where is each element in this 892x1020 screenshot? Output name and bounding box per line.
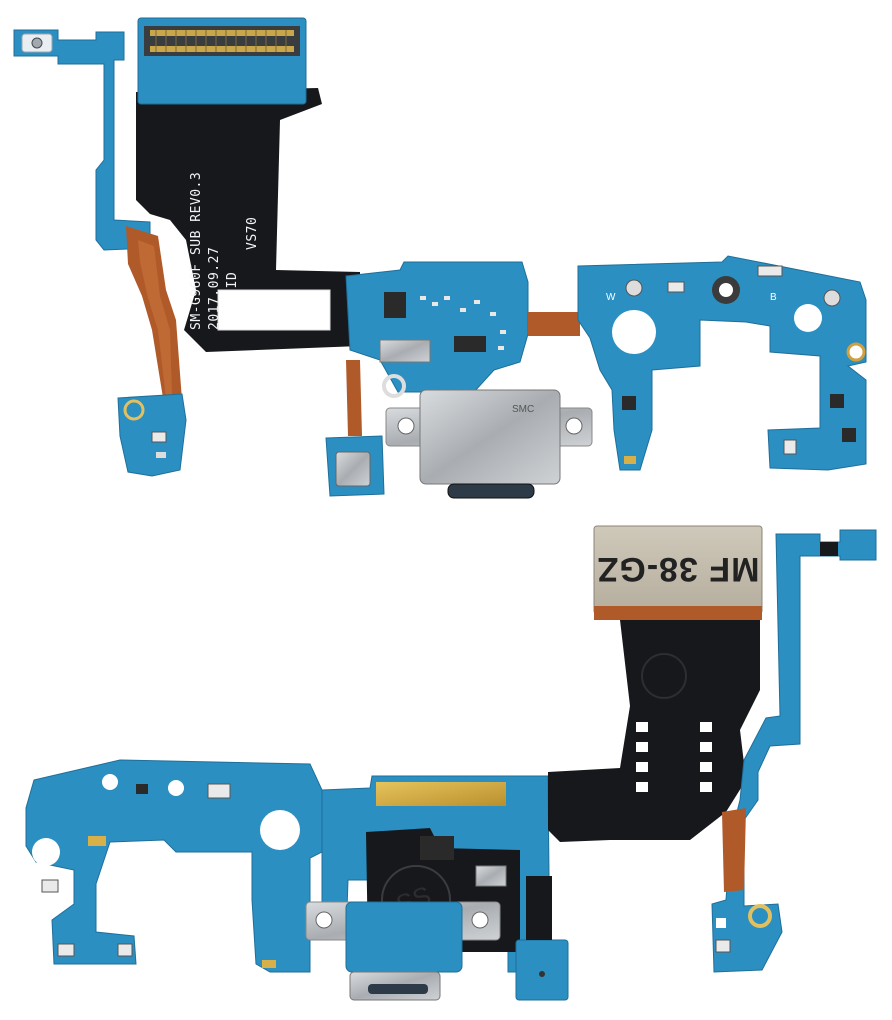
pad-marker-w: W [606,292,616,303]
bottom-mic-pad [515,939,569,1001]
bottom-left-pcb [25,759,323,973]
label-text: MF 38-GZ [597,550,760,588]
pad-marker-b: B [770,292,777,303]
silk-model: SM-G960F SUB REV0.3 [189,172,204,330]
main-black-flex [136,88,360,352]
left-antenna-arm [13,29,151,251]
right-antenna-pcb [577,255,867,471]
usb-c-port-top: SMC [385,389,593,499]
bottom-flex-board: SS MF 38-GZ [25,525,877,1001]
center-pcb [345,261,529,393]
usb-c-port-bottom [305,865,507,1001]
bottom-black-flex [548,620,760,842]
usb-mark: SMC [512,404,534,415]
white-label [217,289,331,331]
silk-code: VS70 [245,217,260,250]
metal-label: MF 38-GZ [593,525,763,620]
top-flex-board: SM-G960F SUB REV0.3 2017.09.27 SITH ID V… [13,17,867,499]
